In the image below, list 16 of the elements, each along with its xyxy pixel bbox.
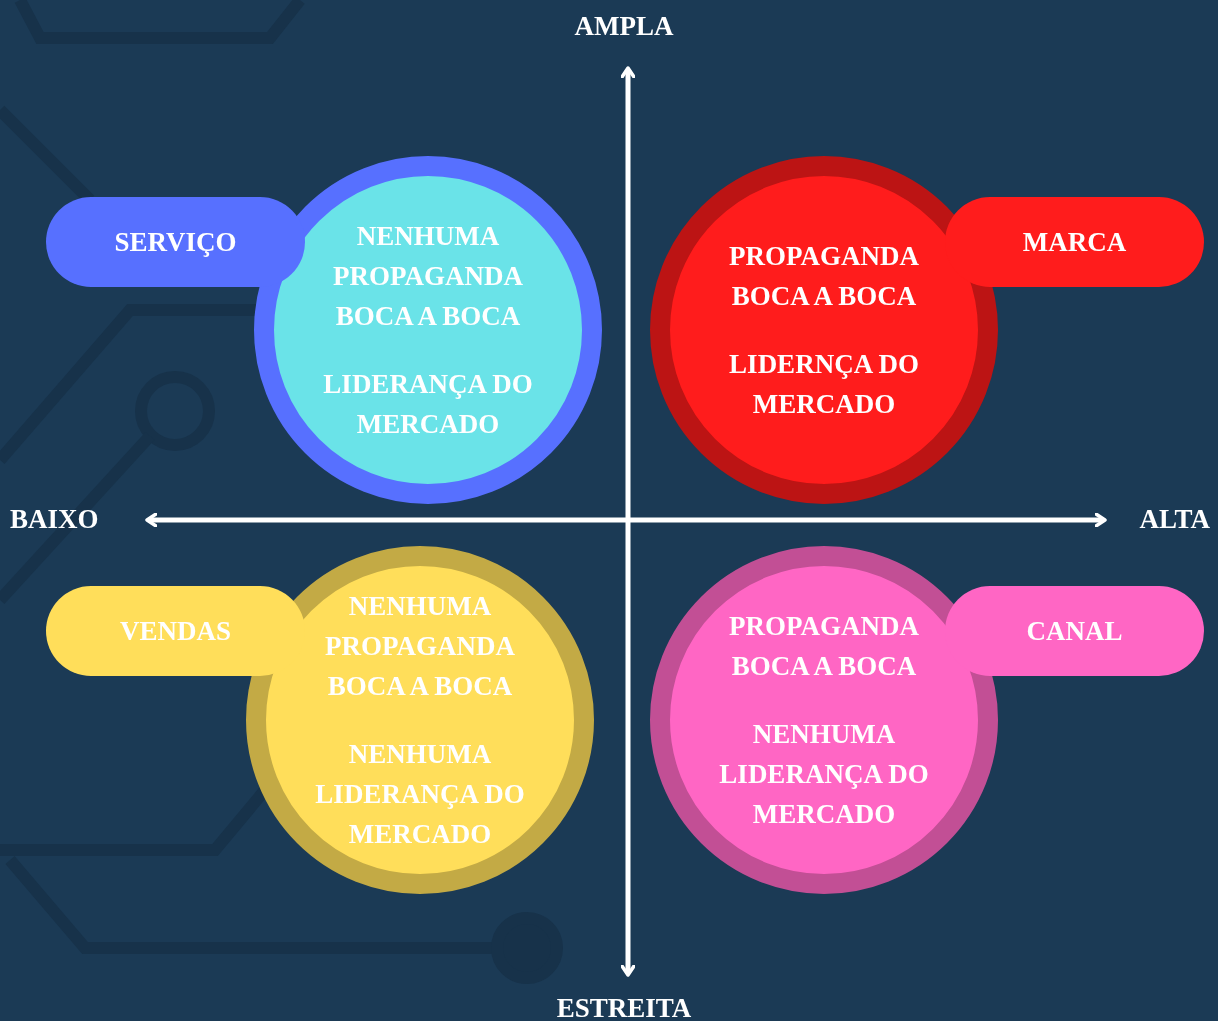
circle-text: NENHUMA PROPAGANDA BOCA A BOCA — [324, 590, 516, 703]
circle-text: NENHUMA PROPAGANDA BOCA A BOCA — [332, 220, 524, 333]
axis-label: ESTREITA — [556, 993, 692, 1021]
pill-text: SERVIÇO — [114, 226, 237, 259]
circle-text: LIDERANÇA DO MERCADO — [322, 368, 534, 441]
pill-text: MARCA — [1022, 226, 1127, 259]
circle-text: NENHUMA LIDERANÇA DO MERCADO — [718, 718, 930, 831]
axis-label: BAIXO — [10, 504, 99, 534]
pill-text: VENDAS — [120, 615, 231, 648]
pill-text: CANAL — [1026, 615, 1123, 648]
circle-text: NENHUMA LIDERANÇA DO MERCADO — [314, 738, 526, 851]
axis-label: AMPLA — [574, 11, 674, 41]
circle-text: LIDERNÇA DO MERCADO — [728, 348, 920, 421]
axis-label: ALTA — [1139, 504, 1210, 534]
circle-text: PROPAGANDA BOCA A BOCA — [728, 610, 920, 683]
circle-text: PROPAGANDA BOCA A BOCA — [728, 240, 920, 313]
